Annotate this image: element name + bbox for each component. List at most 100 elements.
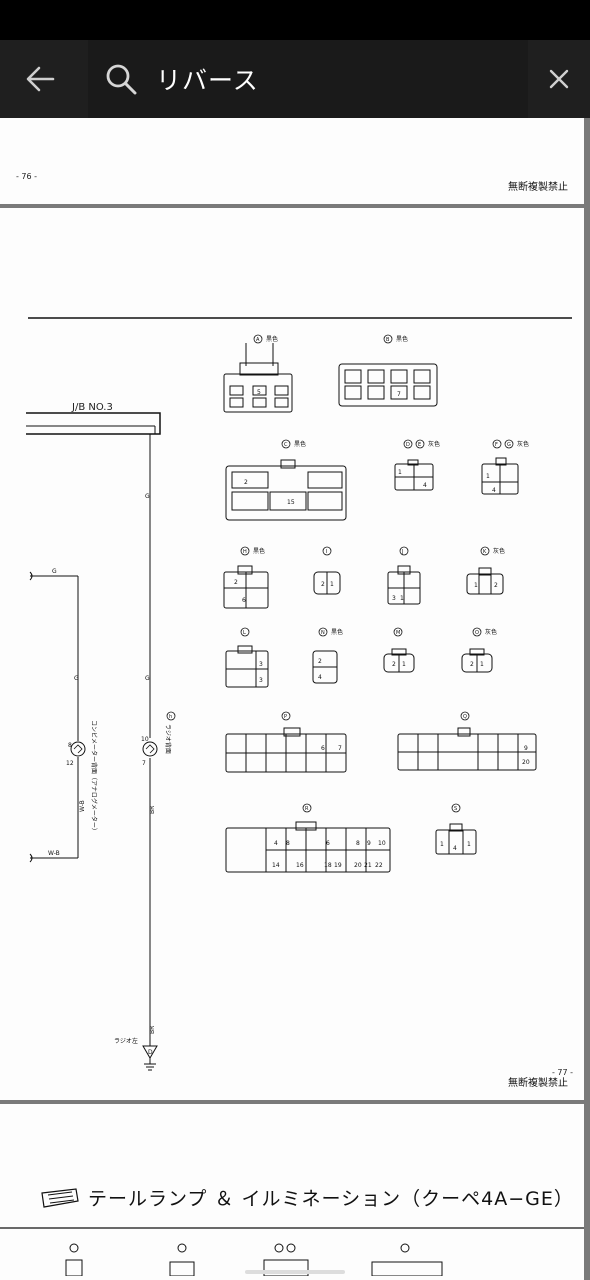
svg-text:H: H: [243, 549, 247, 555]
svg-text:9: 9: [367, 840, 371, 847]
copyright-notice: 無断複製禁止: [508, 1078, 568, 1089]
connector-a-color: 黒色: [266, 335, 278, 343]
svg-text:BR: BR: [149, 806, 156, 814]
connector-row-preview: [0, 1227, 584, 1276]
connector-n-color: 黒色: [331, 628, 343, 636]
radio-ref-letter: h: [169, 714, 172, 720]
svg-text:R: R: [305, 806, 309, 812]
svg-text:O: O: [475, 630, 479, 636]
svg-text:1: 1: [480, 661, 484, 668]
svg-text:18: 18: [324, 862, 332, 869]
svg-text:8: 8: [68, 742, 72, 749]
arrow-left-icon: [26, 66, 55, 92]
svg-text:4: 4: [274, 840, 278, 847]
component-meter-label: コンビメーター背面（アナログメーター）: [90, 720, 98, 834]
jb-label: J/B NO.3: [72, 402, 113, 413]
svg-text:4: 4: [453, 845, 457, 852]
svg-text:2: 2: [234, 579, 238, 586]
wiring-diagram: A B C DE FG H I J K L N M O P Q R S h 黒色: [26, 317, 572, 1071]
svg-text:9: 9: [524, 745, 528, 752]
close-button[interactable]: [528, 40, 590, 118]
svg-text:S: S: [454, 806, 457, 812]
component-radio-label: ラジオ背面: [164, 724, 172, 754]
connector-o-color: 灰色: [485, 628, 497, 636]
svg-text:4: 4: [423, 482, 427, 489]
connector-fg-color: 灰色: [517, 440, 529, 448]
svg-text:W-B: W-B: [79, 800, 86, 812]
svg-text:20: 20: [522, 759, 530, 766]
svg-text:3: 3: [259, 677, 263, 684]
svg-text:G: G: [74, 675, 79, 682]
svg-text:I: I: [326, 549, 327, 555]
svg-text:4: 4: [318, 674, 322, 681]
svg-text:2: 2: [318, 658, 322, 665]
svg-text:A: A: [256, 337, 260, 343]
connector-c-color: 黒色: [294, 440, 306, 448]
connector-k-color: 灰色: [493, 547, 505, 555]
svg-text:1: 1: [330, 581, 334, 588]
search-query[interactable]: リバース: [156, 66, 259, 95]
svg-text:BR: BR: [149, 1026, 156, 1034]
svg-text:K: K: [483, 549, 487, 555]
connector-b-color: 黒色: [396, 335, 408, 343]
svg-text:1: 1: [486, 473, 490, 480]
svg-text:5: 5: [257, 389, 261, 396]
svg-text:6: 6: [242, 597, 246, 604]
connector-de-color: 灰色: [428, 440, 440, 448]
section-icon: [41, 1188, 79, 1208]
section-title: テールランプ ＆ イルミネーション（クーペ4A−GE）: [88, 1188, 574, 1210]
svg-text:4: 4: [492, 487, 496, 494]
search-toolbar: リバース: [0, 40, 590, 118]
page-number: - 76 -: [16, 172, 38, 181]
svg-text:15: 15: [287, 499, 295, 506]
svg-text:6: 6: [326, 840, 330, 847]
svg-text:22: 22: [375, 862, 383, 869]
svg-text:8: 8: [356, 840, 360, 847]
ground-ref: D: [148, 1049, 153, 1056]
back-button[interactable]: [0, 40, 80, 118]
svg-text:1: 1: [474, 582, 478, 589]
svg-text:N: N: [321, 630, 325, 636]
page-76: - 76 - 無断複製禁止: [0, 118, 584, 204]
close-icon: [549, 69, 569, 89]
svg-text:J: J: [401, 549, 403, 555]
svg-text:16: 16: [296, 862, 304, 869]
home-indicator: [245, 1270, 345, 1274]
svg-text:B: B: [386, 337, 390, 343]
copyright-notice: 無断複製禁止: [508, 182, 568, 193]
svg-text:10: 10: [378, 840, 386, 847]
svg-text:8: 8: [286, 840, 290, 847]
svg-text:12: 12: [66, 760, 74, 767]
svg-text:E: E: [418, 442, 421, 448]
svg-text:19: 19: [334, 862, 342, 869]
connector-h-color: 黒色: [253, 547, 265, 555]
search-icon: [106, 64, 137, 95]
page-number: - 77 -: [552, 1068, 574, 1077]
svg-text:Q: Q: [463, 714, 467, 720]
svg-text:G: G: [52, 568, 57, 575]
page-78: テールランプ ＆ イルミネーション（クーペ4A−GE）: [0, 1104, 584, 1280]
svg-text:2: 2: [470, 661, 474, 668]
search-input-container[interactable]: リバース: [88, 40, 528, 118]
svg-text:G: G: [145, 493, 150, 500]
svg-text:2: 2: [494, 582, 498, 589]
svg-text:1: 1: [467, 841, 471, 848]
svg-text:1: 1: [400, 595, 404, 602]
svg-text:6: 6: [321, 745, 325, 752]
document-viewer[interactable]: - 76 - 無断複製禁止: [0, 118, 590, 1280]
svg-text:20: 20: [354, 862, 362, 869]
svg-text:7: 7: [397, 391, 401, 398]
ground-label: ラジオ左: [114, 1037, 138, 1045]
svg-text:L: L: [243, 630, 246, 636]
svg-text:1: 1: [398, 469, 402, 476]
svg-text:W-B: W-B: [48, 850, 60, 857]
svg-text:2: 2: [244, 479, 248, 486]
svg-text:D: D: [406, 442, 410, 448]
svg-text:M: M: [396, 630, 400, 636]
svg-text:1: 1: [402, 661, 406, 668]
svg-text:21: 21: [364, 862, 372, 869]
svg-text:G: G: [507, 442, 511, 448]
svg-text:3: 3: [392, 595, 396, 602]
svg-text:2: 2: [392, 661, 396, 668]
